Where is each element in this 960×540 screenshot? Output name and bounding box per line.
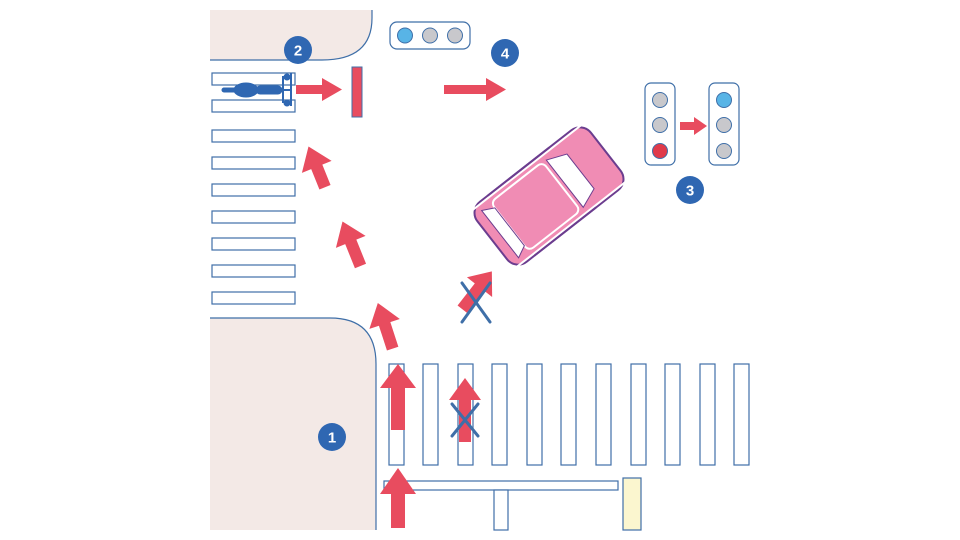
traffic-light-right (708, 82, 740, 166)
cross-mark-icon (450, 402, 480, 438)
marker-1: 1 (318, 423, 346, 451)
arrow-right-signals (680, 117, 707, 135)
traffic-light-top (389, 21, 471, 50)
marker-4-label: 4 (501, 46, 510, 63)
bicycle-icon (221, 73, 292, 107)
crosswalk-left (211, 72, 296, 305)
marker-3: 3 (676, 176, 704, 204)
stop-bar-red (351, 66, 363, 118)
arrow-path-3 (301, 146, 332, 190)
marker-4: 4 (491, 39, 519, 67)
cross-mark-icon (460, 281, 492, 324)
traffic-light-left (644, 82, 676, 166)
crosswalk-bottom (388, 363, 750, 466)
arrow-path-2 (335, 221, 367, 269)
arrow-diagonal-crossed (457, 271, 493, 313)
stop-line (383, 480, 619, 491)
arrow-up-lower (380, 468, 416, 528)
curb-top-left (210, 10, 373, 61)
arrow-right-cyclist (296, 78, 342, 101)
marker-2: 2 (284, 36, 312, 64)
marker-3-label: 3 (686, 183, 694, 200)
arrow-up-crosswalk (380, 364, 416, 430)
arrow-path-1 (369, 302, 400, 351)
sidewalk-bottom-left (210, 318, 376, 530)
marker-2-label: 2 (294, 43, 302, 60)
marker-1-label: 1 (328, 430, 336, 447)
center-line-yellow (622, 477, 642, 531)
curb-bottom-left (210, 317, 377, 530)
car-icon (471, 122, 629, 269)
arrow-icon (296, 78, 707, 528)
arrow-right-step4 (444, 78, 506, 101)
sidewalk-top-left (210, 10, 372, 60)
lane-line-bottom (493, 489, 509, 531)
